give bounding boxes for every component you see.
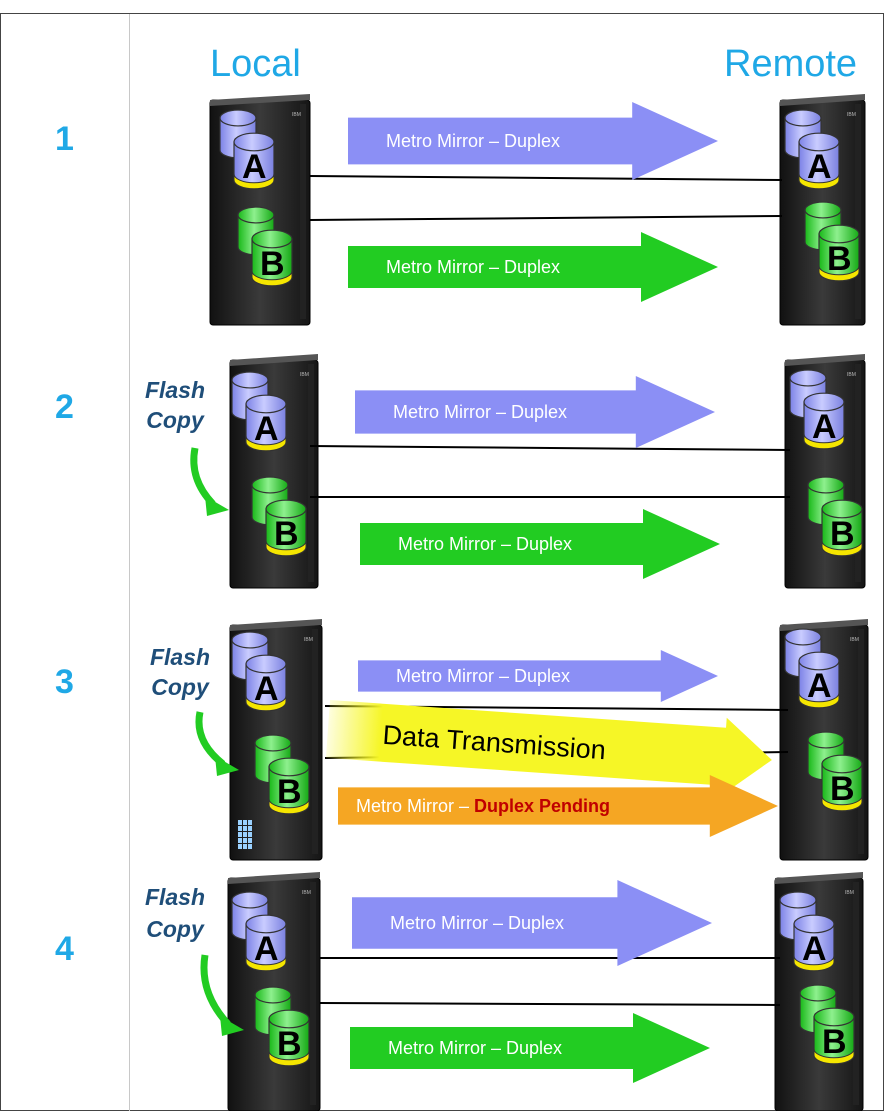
step-3-data-transmission-arrow: Data Transmission xyxy=(325,700,772,796)
step-2-number: 2 xyxy=(55,388,74,426)
step-3-local-volume-a: A xyxy=(231,631,287,712)
step-4-local-volume-b: B xyxy=(254,986,310,1067)
step-2-flash-copy-label-1: Flash xyxy=(145,377,205,403)
volume-label: A xyxy=(254,670,279,708)
step-4-green-arrow xyxy=(350,1013,710,1083)
volume-label: B xyxy=(277,1025,302,1063)
step-3-number: 3 xyxy=(55,663,74,701)
volume-label: B xyxy=(822,1023,847,1061)
step-3-remote-volume-b: B xyxy=(807,731,863,812)
step-3-blue-arrow xyxy=(358,650,718,702)
step-3-local-volume-b: B xyxy=(254,734,310,815)
step-2-local-volume-a: A xyxy=(231,371,287,452)
remote-header: Remote xyxy=(724,43,857,85)
step-1-remote-volume-b: B xyxy=(804,201,860,282)
step-4-local-volume-a: A xyxy=(231,891,287,972)
step-3-orange-arrow-label: Metro Mirror – Duplex Pending xyxy=(356,796,610,816)
step-3-flash-copy-label-2: Copy xyxy=(151,674,210,700)
step-3-blue-arrow-label: Metro Mirror – Duplex xyxy=(396,666,570,686)
step-4-flash-copy-arrowhead xyxy=(220,1016,244,1036)
volume-label: A xyxy=(254,930,279,968)
step-2-local-volume-b: B xyxy=(251,476,307,557)
step-2-flash-copy-curve xyxy=(190,447,216,507)
step-1-local-volume-a: A xyxy=(219,109,275,190)
step-2-green-arrow xyxy=(360,509,720,579)
step-4-link-line-2 xyxy=(319,1002,781,1006)
server-brand-label: IBM xyxy=(292,112,301,118)
step-3-remote-volume-a: A xyxy=(784,628,840,709)
step-1-remote-volume-a: A xyxy=(784,109,840,190)
step-3-duplex-pending-label: Duplex Pending xyxy=(474,796,610,816)
volume-label: B xyxy=(827,240,852,278)
step-2-remote-volume-b: B xyxy=(807,476,863,557)
step-4-green-arrow-label: Metro Mirror – Duplex xyxy=(388,1038,562,1058)
step-1-group: 1 xyxy=(55,120,74,158)
volume-label: B xyxy=(830,770,855,808)
storage-grid-icon xyxy=(238,820,252,849)
server-brand-label: IBM xyxy=(845,890,854,896)
step-2-blue-arrow xyxy=(355,376,715,448)
step-3-orange-arrow xyxy=(338,775,778,837)
server-brand-label: IBM xyxy=(847,112,856,118)
volume-label: B xyxy=(260,245,285,283)
volume-label: A xyxy=(242,148,267,186)
step-2-green-arrow-label: Metro Mirror – Duplex xyxy=(398,534,572,554)
step-3-flash-copy-curve xyxy=(195,711,226,767)
step-1-blue-arrow xyxy=(348,102,718,180)
volume-label: A xyxy=(802,930,827,968)
step-1-green-arrow xyxy=(348,232,718,302)
volume-label: A xyxy=(807,148,832,186)
step-1-number: 1 xyxy=(55,120,74,158)
volume-label: B xyxy=(277,773,302,811)
server-brand-label: IBM xyxy=(300,372,309,378)
step-2-remote-volume-a: A xyxy=(789,369,845,450)
step-2-flash-copy-arrowhead xyxy=(205,496,229,516)
server-brand-label: IBM xyxy=(847,372,856,378)
step-3-flash-copy-arrowhead xyxy=(215,756,239,776)
volume-label: B xyxy=(274,515,299,553)
step-2-flash-copy-label-2: Copy xyxy=(146,407,205,433)
volume-label: A xyxy=(254,410,279,448)
step-4-number: 4 xyxy=(55,930,74,968)
step-4-blue-arrow-label: Metro Mirror – Duplex xyxy=(390,913,564,933)
step-4-blue-arrow xyxy=(352,880,712,966)
step-4-remote-volume-b: B xyxy=(799,984,855,1065)
local-header: Local xyxy=(210,43,301,85)
server-brand-label: IBM xyxy=(302,890,311,896)
step-4-flash-copy-label-1: Flash xyxy=(145,884,205,910)
step-4-group: 4 xyxy=(55,930,74,968)
server-brand-label: IBM xyxy=(850,637,859,643)
volume-label: B xyxy=(830,515,855,553)
step-1-link-line-1 xyxy=(309,175,783,181)
step-1-green-arrow-label: Metro Mirror – Duplex xyxy=(386,257,560,277)
volume-label: A xyxy=(812,408,837,446)
server-brand-label: IBM xyxy=(304,637,313,643)
step-4-flash-copy-label-2: Copy xyxy=(146,916,205,942)
step-2-group: 2 xyxy=(55,388,74,426)
step-2-blue-arrow-label: Metro Mirror – Duplex xyxy=(393,402,567,422)
step-4-flash-copy-curve xyxy=(200,954,231,1027)
step-1-link-line-2 xyxy=(309,215,783,221)
step-3-group: 3 xyxy=(55,663,74,701)
step-4-remote-volume-a: A xyxy=(779,891,835,972)
step-1-local-volume-b: B xyxy=(237,206,293,287)
volume-label: A xyxy=(807,667,832,705)
step-1-blue-arrow-label: Metro Mirror – Duplex xyxy=(386,131,560,151)
step-3-flash-copy-label-1: Flash xyxy=(150,644,210,670)
step-2-link-line-1 xyxy=(309,445,791,451)
